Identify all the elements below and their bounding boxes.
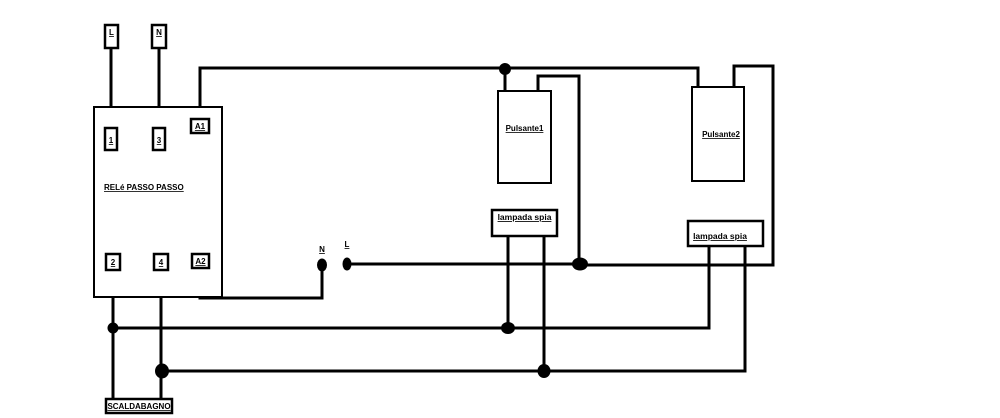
junction-neutral-lamp1 <box>501 322 515 334</box>
indicator-lamp-2-label: lampada spia <box>693 231 747 241</box>
junction-phase-lamp1 <box>537 364 551 378</box>
wires <box>109 46 775 401</box>
top-terminal-l-label: L <box>109 28 114 37</box>
relay-terminal-a1 <box>189 117 211 135</box>
supply-l-terminal <box>342 257 352 271</box>
relay-terminal-2 <box>104 252 122 272</box>
junctions <box>107 63 588 379</box>
pushbutton-1: Pulsante1 <box>497 90 552 184</box>
pushbutton-2-label: Pulsante2 <box>702 130 740 139</box>
relay-terminal-1 <box>103 126 119 152</box>
top-terminal-n-label: N <box>156 28 162 37</box>
supply-l-label: L <box>345 240 350 249</box>
junction-l-bus <box>572 257 588 271</box>
pushbutton-1-label: Pulsante1 <box>506 124 544 133</box>
junction-phase-left <box>155 363 169 379</box>
supply-n-terminal <box>317 258 327 272</box>
relay-title: RELé PASSO PASSO <box>104 183 184 192</box>
relay-terminal-3 <box>151 126 167 152</box>
wire-neutral-bus <box>111 244 711 330</box>
relay-terminal-a2 <box>190 252 211 270</box>
relay-terminal-a1-label: A1 <box>195 122 206 131</box>
indicator-lamp-2: lampada spia <box>686 219 765 248</box>
relay-terminal-1-label: 1 <box>109 136 114 145</box>
junction-top <box>499 63 511 75</box>
wire-pulsante1-out <box>536 74 581 266</box>
supply-n-label: N <box>319 245 325 254</box>
relay-terminal-2-label: 2 <box>111 258 116 267</box>
relay-terminal-4 <box>152 252 170 272</box>
wire-phase-bus <box>159 244 747 373</box>
top-terminal-l: L <box>103 23 120 50</box>
relay-terminal-3-label: 3 <box>157 136 162 145</box>
indicator-lamp-1: lampada spia <box>490 208 559 238</box>
supply-terminals: N L <box>317 240 352 272</box>
top-terminal-n: N <box>150 23 168 50</box>
wire-a1-top-bus <box>198 66 700 121</box>
relay-terminal-a2-label: A2 <box>195 257 206 266</box>
junction-neutral-left <box>107 322 119 334</box>
relay-box: RELé PASSO PASSO 1 3 A1 2 4 A2 <box>93 106 223 298</box>
water-heater-load: SCALDABAGNO <box>104 397 174 415</box>
water-heater-label: SCALDABAGNO <box>107 402 170 411</box>
relay-terminal-4-label: 4 <box>159 258 164 267</box>
indicator-lamp-1-label: lampada spia <box>498 212 552 222</box>
pushbutton-2: Pulsante2 <box>691 86 745 182</box>
